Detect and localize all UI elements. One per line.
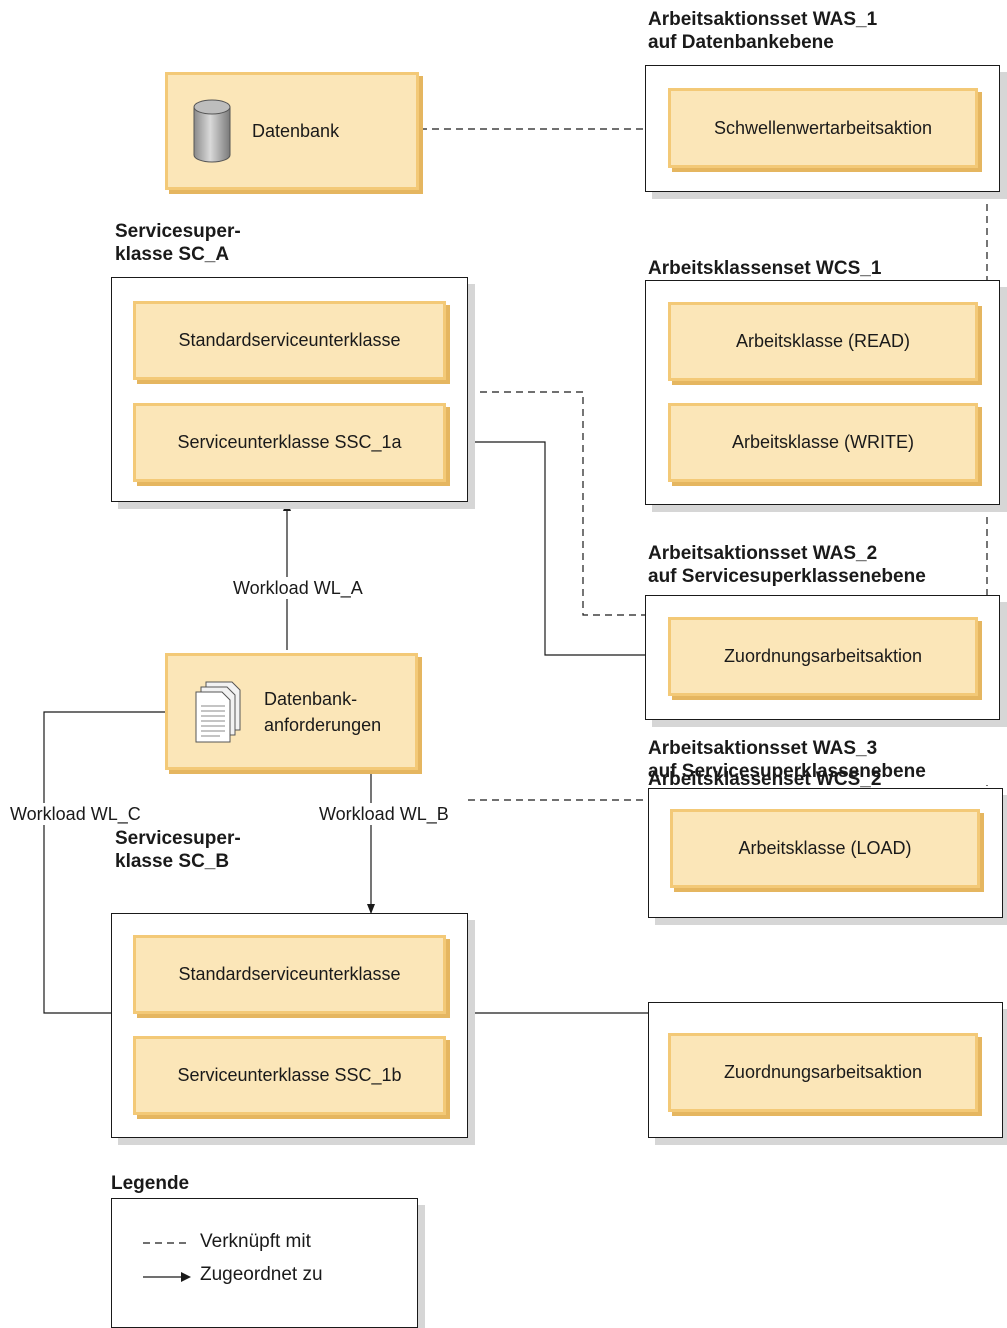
database-cylinder-icon [193,99,231,163]
subclass-ssc-1a-label: Serviceunterklasse SSC_1a [177,432,402,452]
link-sc-a-to-was2 [468,391,645,616]
arrow-was2-to-ssc1a [445,438,668,656]
subclass-ssc-1a-box: Serviceunterklasse SSC_1a [133,403,446,482]
heading-was2: Arbeitsaktionsset WAS_2 auf Servicesuper… [648,543,926,587]
workload-wl-a-label: Workload WL_A [231,577,365,599]
legend-dashed-label: Verknüpft mit [200,1231,311,1252]
work-class-read-label: Arbeitsklasse (READ) [735,331,911,351]
arrow-wl-c [43,711,165,1017]
mapping-action-was2-label: Zuordnungsarbeitsaktion [723,646,923,666]
work-class-read-box: Arbeitsklasse (READ) [668,302,978,381]
work-class-load-box: Arbeitsklasse (LOAD) [670,809,980,888]
heading-wcs1: Arbeitsklassenset WCS_1 [648,258,882,279]
mapping-action-was3-box: Zuordnungsarbeitsaktion [668,1033,978,1112]
db-requests-box: Datenbank- anforderungen [165,653,418,770]
heading-was1: Arbeitsaktionsset WAS_1 auf Datenbankebe… [648,9,878,53]
default-subclass-b-label: Standardserviceunterklasse [178,964,401,984]
legend-arrow-sample [143,1272,191,1282]
work-class-load-label: Arbeitsklasse (LOAD) [738,838,912,858]
document-stack-icon [195,681,241,742]
database-label: Datenbank [252,120,340,141]
mapping-action-was3-label: Zuordnungsarbeitsaktion [723,1062,923,1082]
legend-arrow-label: Zugeordnet zu [200,1264,323,1285]
default-subclass-a-box: Standardserviceunterklasse [133,301,446,380]
threshold-action-box: Schwellenwertarbeitsaktion [668,88,978,168]
mapping-action-was2-box: Zuordnungsarbeitsaktion [668,617,978,696]
legend-dashed-sample [143,1242,191,1244]
work-class-write-label: Arbeitsklasse (WRITE) [731,432,915,452]
legend-heading: Legende [111,1173,190,1194]
heading-sc-b: Servicesuper- klasse SC_B [115,828,241,872]
subclass-ssc-1b-box: Serviceunterklasse SSC_1b [133,1036,446,1115]
workload-wl-c-label: Workload WL_C [8,803,143,825]
heading-was3: Arbeitsaktionsset WAS_3 auf Servicesuper… [648,738,926,782]
work-class-write-box: Arbeitsklasse (WRITE) [668,403,978,482]
database-box: Datenbank [165,72,419,190]
heading-wcs2: Arbeitsklassenset WCS_2 [648,769,882,790]
threshold-action-label: Schwellenwertarbeitsaktion [713,117,933,138]
workload-wl-b-label: Workload WL_B [317,803,451,825]
default-subclass-a-label: Standardserviceunterklasse [178,330,401,350]
subclass-ssc-1b-label: Serviceunterklasse SSC_1b [177,1065,402,1085]
db-requests-label: Datenbank- anforderungen [264,688,382,735]
legend-frame [111,1198,418,1328]
heading-sc-a: Servicesuper- klasse SC_A [115,221,241,265]
default-subclass-b-box: Standardserviceunterklasse [133,935,446,1014]
